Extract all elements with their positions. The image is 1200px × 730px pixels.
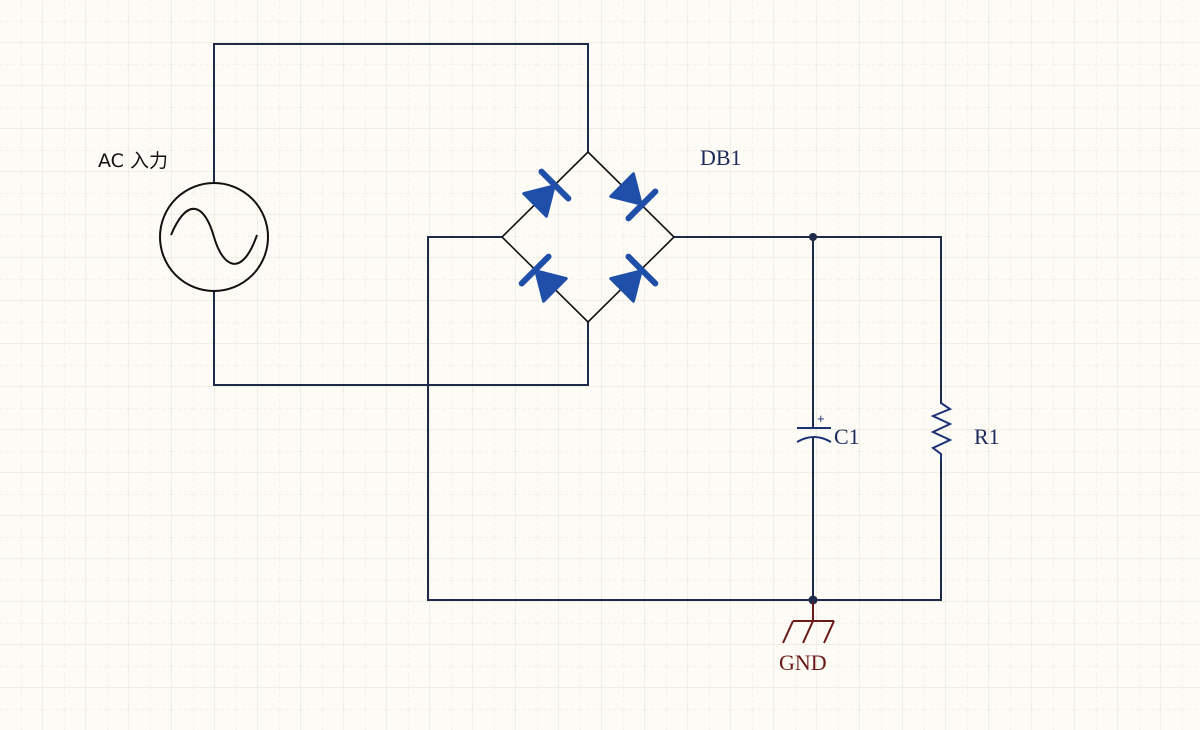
ground-hatch-3 — [823, 620, 835, 644]
wires — [213, 43, 942, 601]
ground-hatch-1 — [782, 620, 794, 644]
diode-bottom-right — [609, 253, 659, 303]
capacitor-plate-negative — [796, 436, 832, 443]
resistor-r1[interactable]: R1 — [930, 402, 1000, 460]
capacitor-label: C1 — [834, 424, 860, 449]
bridge-outline — [500, 150, 676, 324]
ac-source-circle — [159, 182, 269, 292]
diode-cathode-bar — [625, 188, 659, 222]
wire-ac-bottom[interactable] — [213, 291, 589, 386]
wire-ac-top[interactable] — [213, 43, 589, 183]
wire-dc-negative-right[interactable] — [812, 459, 942, 601]
ac-source[interactable]: AC 入力 — [98, 150, 269, 292]
diode-cathode-bar — [518, 253, 552, 287]
capacitor-polarity: + — [817, 411, 825, 426]
ground-symbol[interactable]: GND — [779, 602, 835, 675]
diode-cathode-bar — [625, 253, 659, 287]
ground-label: GND — [779, 650, 827, 675]
diode-triangle-icon — [534, 269, 568, 303]
diode-triangle-icon — [609, 269, 643, 303]
diode-triangle-icon — [609, 172, 643, 206]
ground-hatch-2 — [802, 620, 814, 644]
diode-top-left — [522, 168, 572, 218]
resistor-zigzag-icon — [930, 402, 953, 460]
wire-dc-negative-left[interactable] — [427, 236, 814, 601]
diode-triangle-icon — [522, 184, 556, 218]
diode-top-right — [609, 172, 659, 222]
sine-wave-icon — [170, 208, 258, 265]
wire-dc-positive[interactable] — [673, 236, 942, 404]
bridge-label: DB1 — [700, 145, 742, 170]
resistor-label: R1 — [974, 424, 1000, 449]
diode-bottom-left — [518, 253, 568, 303]
ac-source-label: AC 入力 — [98, 150, 168, 172]
capacitor-c1[interactable]: + C1 — [796, 411, 860, 449]
junction-dc-positive — [809, 233, 817, 241]
junction-dc-negative — [808, 595, 818, 605]
diode-cathode-bar — [538, 168, 572, 202]
diode-bridge[interactable]: DB1 — [500, 145, 742, 324]
